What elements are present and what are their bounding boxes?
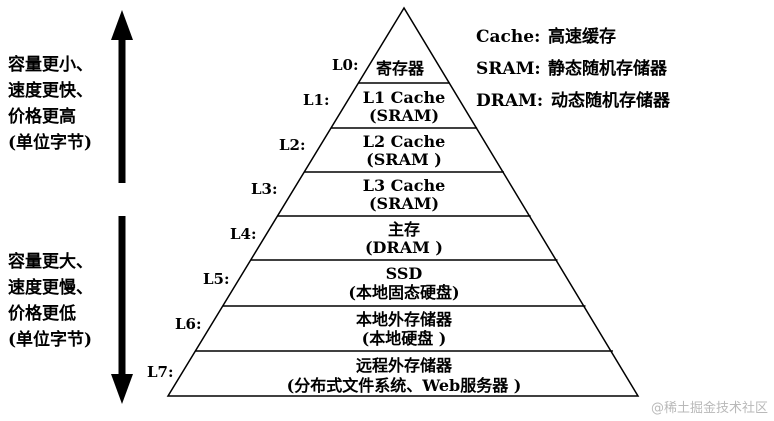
bottom-note-line: (单位字节) bbox=[8, 329, 92, 350]
bottom-note-line: 容量更大、 bbox=[8, 251, 93, 272]
level-content-l1-line2: (SRAM) bbox=[369, 106, 439, 125]
bottom-note: 容量更大、 速度更慢、 价格更低 (单位字节) bbox=[8, 251, 99, 350]
top-note: 容量更小、 速度更快、 价格更高 (单位字节) bbox=[8, 54, 99, 153]
level-content-l5-line2: (本地固态硬盘) bbox=[348, 283, 459, 302]
level-label-l0: L0: bbox=[332, 56, 359, 74]
level-content-l6-line2: (本地硬盘 ) bbox=[362, 329, 447, 348]
bottom-note-line: 价格更低 bbox=[8, 303, 76, 324]
level-content-l7-line2: (分布式文件系统、Web服务器 ) bbox=[287, 376, 522, 395]
level-content-l3-line2: (SRAM) bbox=[369, 194, 439, 213]
watermark: @稀土掘金技术社区 bbox=[651, 400, 768, 416]
level-content-l4-line1: 主存 bbox=[388, 220, 420, 239]
up-arrow bbox=[111, 10, 133, 183]
level-label-l4: L4: bbox=[230, 225, 257, 243]
bottom-note-line: 速度更慢、 bbox=[8, 277, 93, 298]
level-content-l1-line1: L1 Cache bbox=[363, 88, 446, 107]
level-label-l6: L6: bbox=[175, 315, 202, 333]
legend-term-cache: Cache: bbox=[476, 27, 540, 47]
level-contents: 寄存器 L1 Cache (SRAM) L2 Cache (SRAM ) L3 … bbox=[287, 59, 522, 395]
legend-desc-dram: 动态随机存储器 bbox=[551, 90, 671, 111]
level-labels: L0: L1: L2: L3: L4: L5: L6: L7: bbox=[147, 56, 359, 381]
down-arrow-head bbox=[111, 374, 133, 404]
level-label-l7: L7: bbox=[147, 363, 174, 381]
top-note-line: 速度更快、 bbox=[8, 80, 93, 101]
level-label-l2: L2: bbox=[279, 136, 306, 154]
level-content-l0: 寄存器 bbox=[376, 59, 425, 78]
level-content-l3-line1: L3 Cache bbox=[363, 176, 446, 195]
legend-desc-cache: 高速缓存 bbox=[548, 26, 616, 47]
up-arrow-head bbox=[111, 10, 133, 40]
pyramid-dividers bbox=[195, 82, 613, 352]
level-label-l5: L5: bbox=[203, 270, 230, 288]
level-label-l3: L3: bbox=[251, 180, 278, 198]
legend-term-sram: SRAM: bbox=[476, 59, 541, 79]
level-label-l1: L1: bbox=[303, 91, 330, 109]
legend-term-dram: DRAM: bbox=[476, 91, 543, 111]
level-content-l7-line1: 远程外存储器 bbox=[356, 356, 453, 375]
pyramid-outline bbox=[166, 6, 640, 397]
legend: Cache: 高速缓存 SRAM: 静态随机存储器 DRAM: 动态随机存储器 bbox=[476, 26, 671, 111]
down-arrow bbox=[111, 216, 133, 404]
level-content-l6-line1: 本地外存储器 bbox=[356, 310, 453, 329]
level-content-l2-line1: L2 Cache bbox=[363, 132, 446, 151]
level-content-l5-line1: SSD bbox=[386, 264, 423, 283]
level-content-l4-line2: (DRAM ) bbox=[365, 238, 443, 257]
top-note-line: 容量更小、 bbox=[8, 54, 93, 75]
level-content-l2-line2: (SRAM ) bbox=[366, 150, 442, 169]
top-note-line: (单位字节) bbox=[8, 132, 92, 153]
top-note-line: 价格更高 bbox=[8, 106, 76, 127]
legend-desc-sram: 静态随机存储器 bbox=[548, 58, 668, 79]
